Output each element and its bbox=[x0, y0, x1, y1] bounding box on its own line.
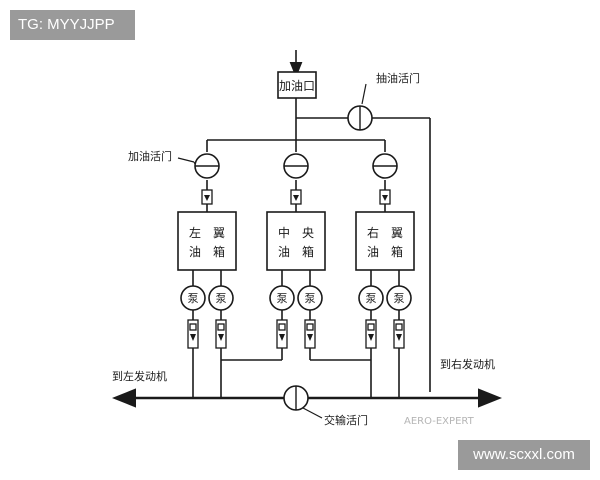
pump-r1-icon bbox=[358, 285, 384, 311]
tank-center: 中 央 油 箱 bbox=[266, 211, 326, 271]
tank-right-line1: 右 翼 bbox=[367, 225, 403, 240]
suction-valve-icon bbox=[347, 105, 373, 131]
refuel-valve-label: 加油活门 bbox=[128, 149, 172, 163]
refuel-valves bbox=[194, 153, 398, 179]
pump-l2-icon bbox=[208, 285, 234, 311]
crossfeed-valve-label: 交输活门 bbox=[324, 413, 368, 427]
watermark-tag-bottom: www.scxxl.com bbox=[458, 440, 590, 470]
pump-check-valves bbox=[187, 319, 405, 349]
suction-valve-leader bbox=[361, 83, 367, 105]
pump-c2-icon bbox=[297, 285, 323, 311]
tank-right: 右 翼 油 箱 bbox=[355, 211, 415, 271]
pump-l1-label: 泵 bbox=[188, 292, 199, 305]
tank-left-line2: 油 箱 bbox=[189, 244, 225, 259]
to-right-engine-label: 到右发动机 bbox=[440, 357, 495, 371]
filler-port-label: 加油口 bbox=[279, 79, 315, 93]
pump-r2-icon bbox=[386, 285, 412, 311]
refuel-valve-leader bbox=[177, 157, 195, 163]
pump-r1-label: 泵 bbox=[366, 292, 377, 305]
watermark-tag-top: TG: MYYJJPP bbox=[10, 10, 135, 40]
crossfeed-valve-leader bbox=[302, 407, 323, 419]
tank-left-line1: 左 翼 bbox=[189, 225, 225, 240]
fill-check-valves bbox=[201, 189, 391, 205]
refuel-valve-left-icon bbox=[194, 153, 220, 179]
crossfeed-valve-icon bbox=[283, 385, 309, 411]
pumps: 泵 泵 泵 泵 泵 泵 bbox=[180, 285, 412, 311]
tank-center-line1: 中 央 bbox=[278, 225, 314, 240]
pump-c1-label: 泵 bbox=[277, 292, 288, 305]
pump-c2-label: 泵 bbox=[305, 292, 316, 305]
pump-r2-label: 泵 bbox=[394, 292, 405, 305]
watermark-text: AERO-EXPERT bbox=[404, 416, 475, 427]
pump-l1-icon bbox=[180, 285, 206, 311]
pipe-lines bbox=[112, 50, 502, 419]
tank-center-line2: 油 箱 bbox=[278, 244, 314, 259]
to-left-engine-label: 到左发动机 bbox=[112, 369, 167, 383]
tank-left: 左 翼 油 箱 bbox=[177, 211, 237, 271]
refuel-valve-center-icon bbox=[283, 153, 309, 179]
pump-c1-icon bbox=[269, 285, 295, 311]
refuel-valve-right-icon bbox=[372, 153, 398, 179]
tank-right-line2: 油 箱 bbox=[367, 244, 403, 259]
filler-port-box bbox=[277, 71, 317, 99]
suction-valve-label: 抽油活门 bbox=[376, 71, 420, 85]
pump-l2-label: 泵 bbox=[216, 292, 227, 305]
